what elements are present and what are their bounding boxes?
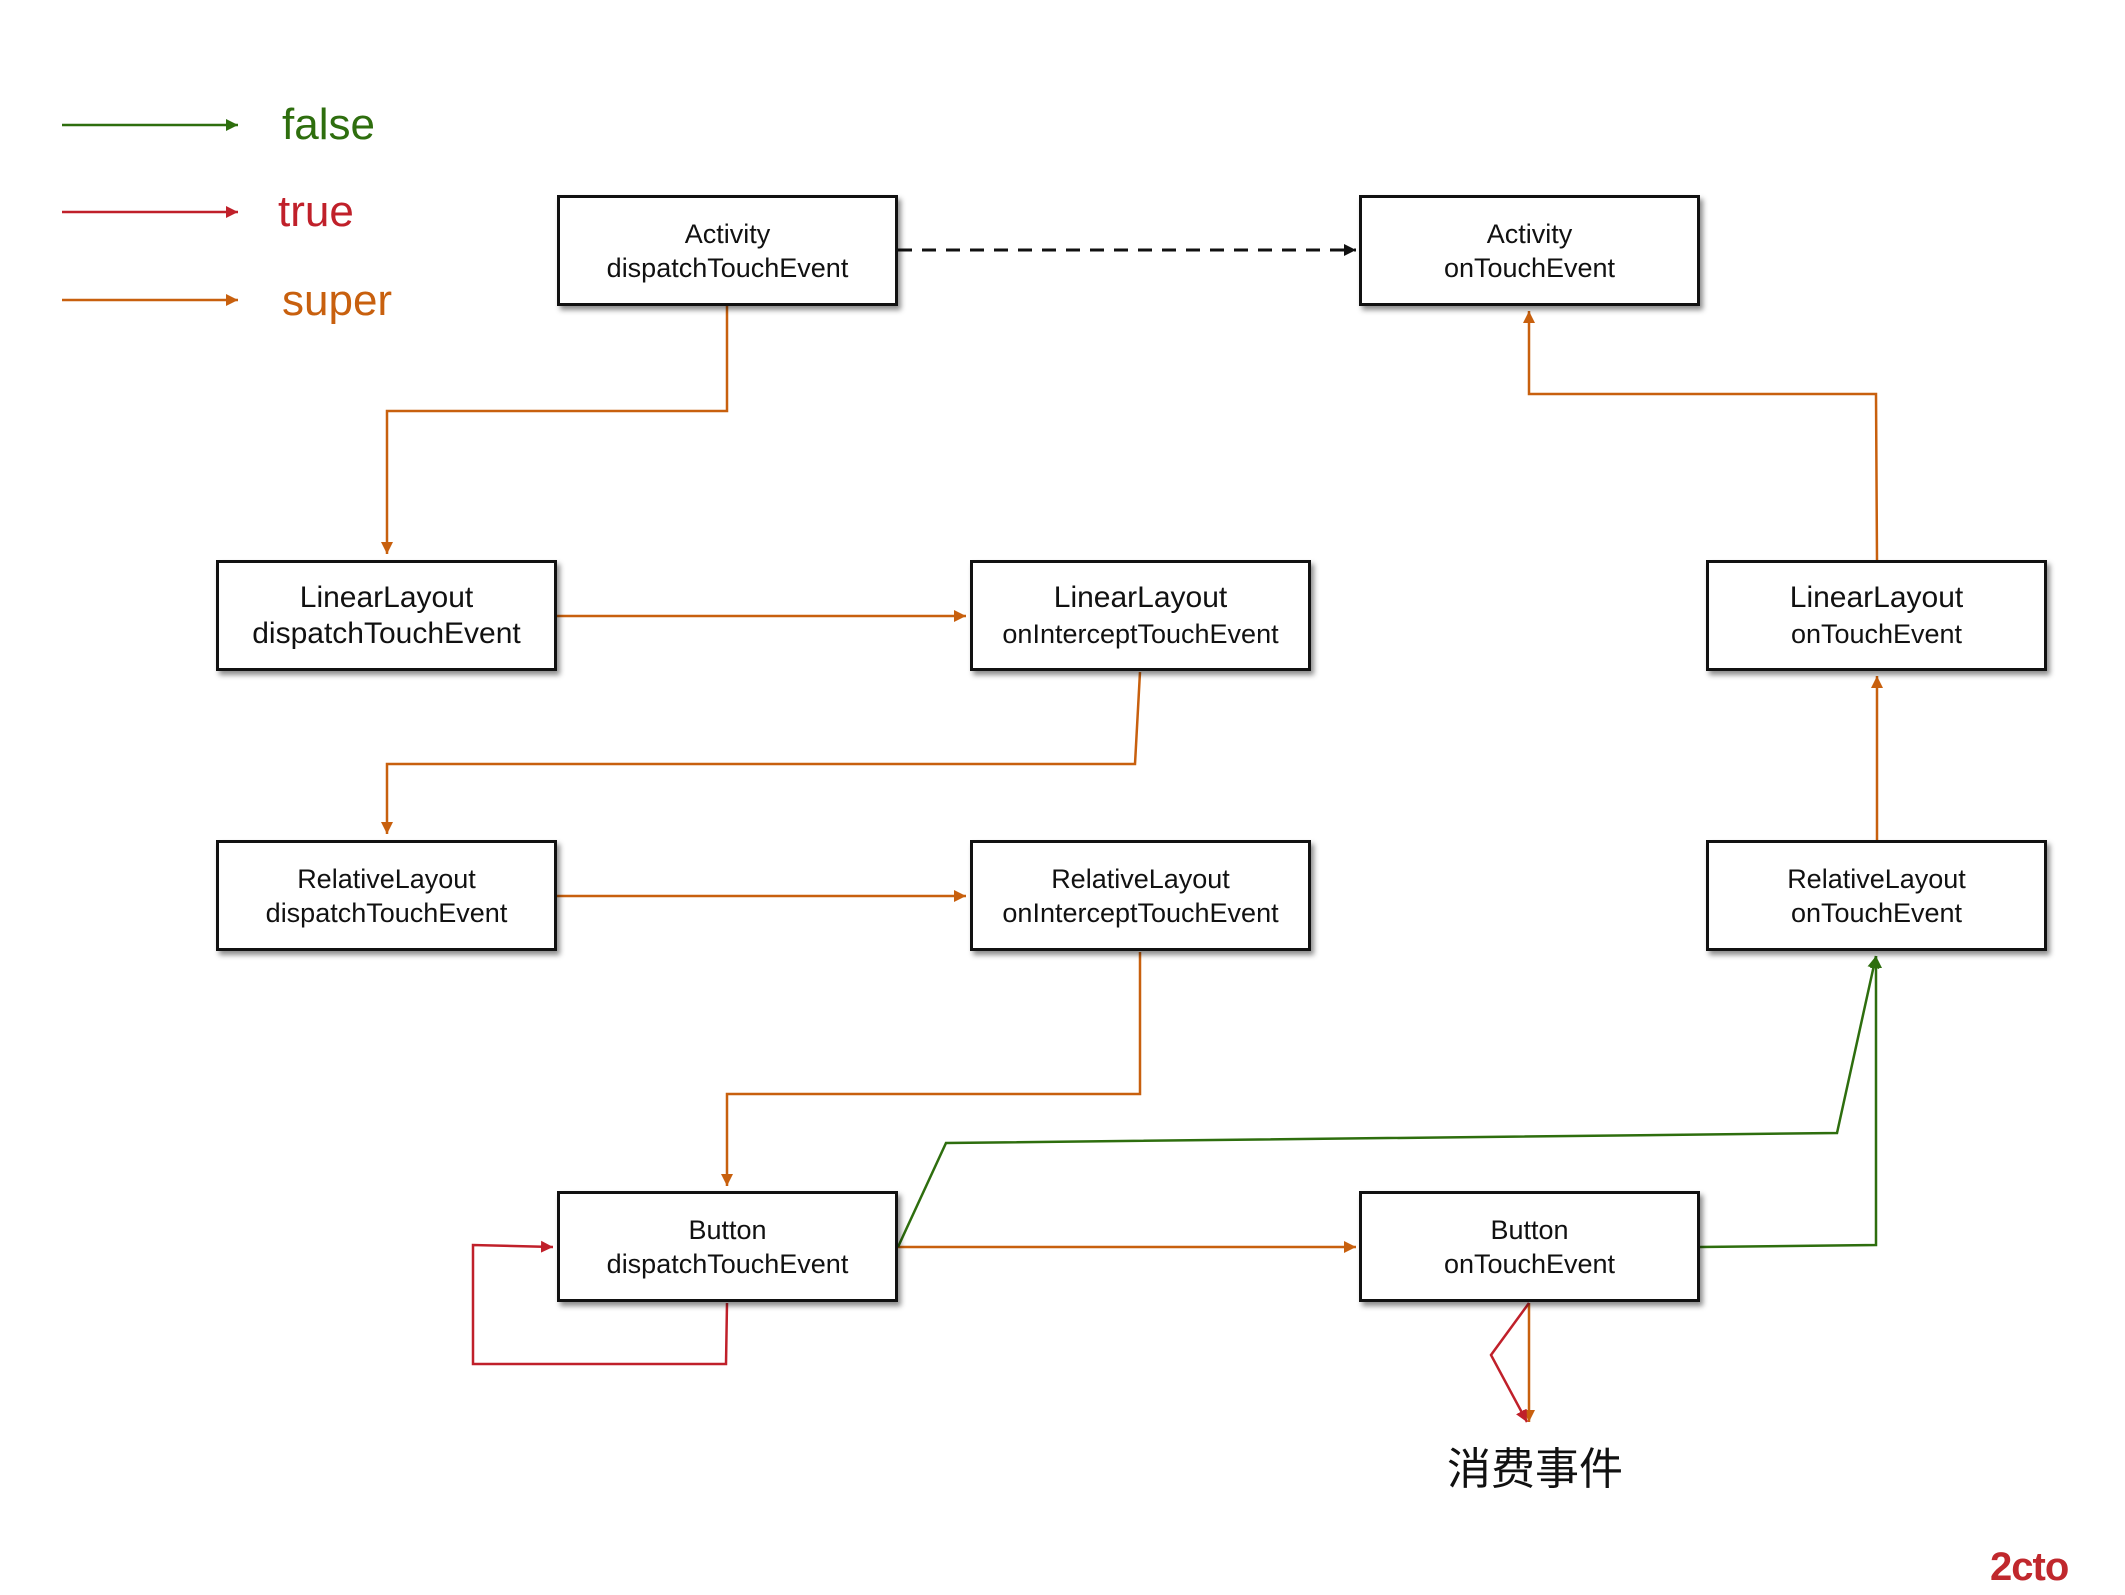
node-line2: dispatchTouchEvent <box>606 1248 849 1279</box>
node-line2: onTouchEvent <box>1443 252 1616 283</box>
node-line1: RelativeLayout <box>297 863 476 894</box>
node-linear-intercept: LinearLayout onInterceptTouchEvent <box>970 560 1311 671</box>
node-line2: dispatchTouchEvent <box>606 252 849 283</box>
node-line2: onTouchEvent <box>1790 618 1963 649</box>
legend-true-label: true <box>278 187 354 236</box>
node-line2: onInterceptTouchEvent <box>1002 897 1279 928</box>
node-activity-ontouch: Activity onTouchEvent <box>1359 195 1700 306</box>
watermark-logo: 2cto <box>1990 1545 2069 1589</box>
node-relative-ontouch: RelativeLayout onTouchEvent <box>1706 840 2047 951</box>
node-line1: Button <box>688 1214 767 1245</box>
node-line1: LinearLayout <box>299 580 474 614</box>
arrow-linear-ontouch-to-activity-ontouch <box>1523 311 1879 561</box>
node-button-dispatch: Button dispatchTouchEvent <box>557 1191 898 1302</box>
consume-event-label: 消费事件 <box>1447 1444 1623 1495</box>
legend-false-label: false <box>282 100 375 149</box>
node-line2: onTouchEvent <box>1443 1248 1616 1279</box>
node-line1: Activity <box>1486 218 1573 249</box>
arrow-button-dispatch-false-to-relative-ontouch <box>896 955 1880 1248</box>
node-line1: Activity <box>684 218 771 249</box>
node-line2: dispatchTouchEvent <box>252 616 521 650</box>
arrow-button-ontouch-false-to-relative-ontouch <box>1699 956 1882 1249</box>
node-line1: LinearLayout <box>1053 580 1228 614</box>
arrow-activity-to-linear-dispatch <box>381 306 729 554</box>
node-line1: LinearLayout <box>1789 580 1964 614</box>
node-linear-ontouch: LinearLayout onTouchEvent <box>1706 560 2047 671</box>
node-button-ontouch: Button onTouchEvent <box>1359 1191 1700 1302</box>
arrow-button-ontouch-true-consume <box>1489 1302 1531 1423</box>
node-line2: dispatchTouchEvent <box>265 897 508 928</box>
node-line2: onTouchEvent <box>1790 897 1963 928</box>
node-line1: RelativeLayout <box>1787 863 1966 894</box>
arrow-relative-intercept-to-button-dispatch <box>721 952 1142 1186</box>
arrow-linear-intercept-to-relative-dispatch <box>381 671 1142 834</box>
node-line1: RelativeLayout <box>1051 863 1230 894</box>
node-linear-dispatch: LinearLayout dispatchTouchEvent <box>216 560 557 671</box>
node-relative-intercept: RelativeLayout onInterceptTouchEvent <box>970 840 1311 951</box>
node-activity-dispatch: Activity dispatchTouchEvent <box>557 195 898 306</box>
node-line1: Button <box>1490 1214 1569 1245</box>
node-line2: onInterceptTouchEvent <box>1002 618 1279 649</box>
arrow-button-dispatch-true-loop <box>471 1240 729 1366</box>
legend-super-label: super <box>282 276 393 325</box>
node-relative-dispatch: RelativeLayout dispatchTouchEvent <box>216 840 557 951</box>
